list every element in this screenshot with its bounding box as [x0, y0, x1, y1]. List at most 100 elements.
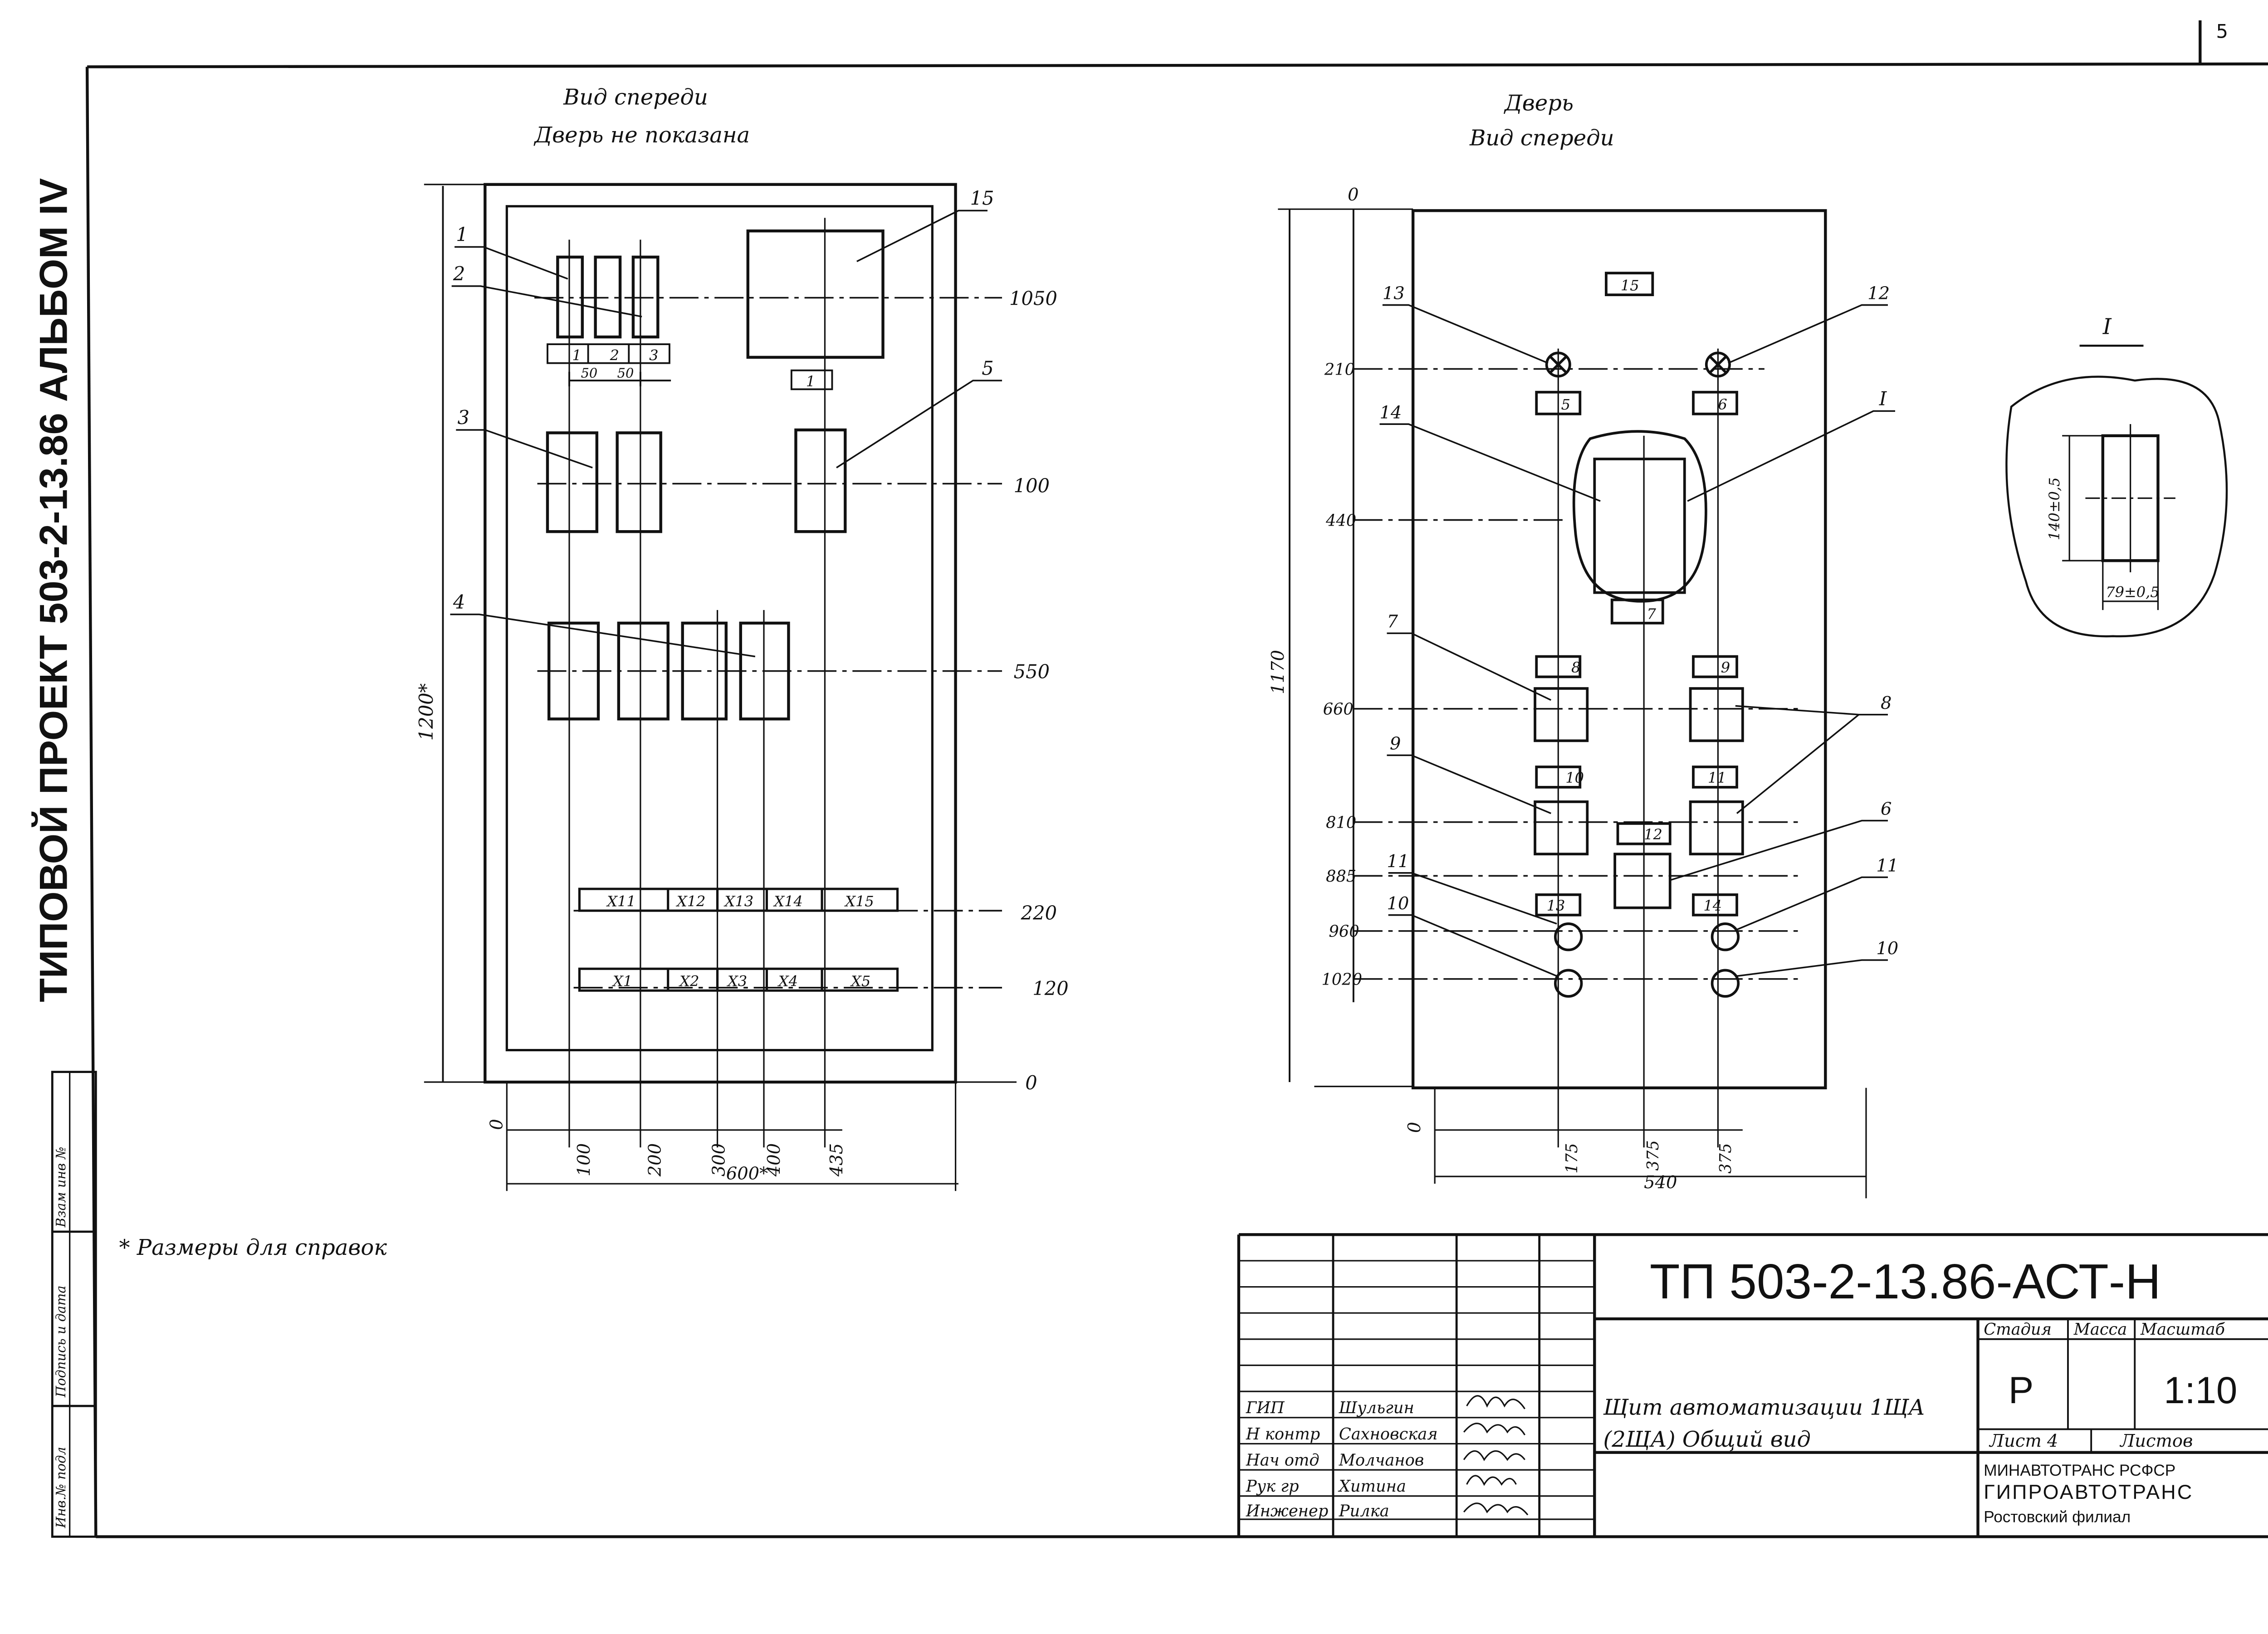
detail-width-label: 79±0,5	[2106, 583, 2159, 600]
sheets-label: Листов	[2119, 1431, 2193, 1451]
front-dim-200: 200	[645, 1143, 665, 1177]
front-dim-600: 600*	[726, 1164, 768, 1184]
front-view: Вид спереди Дверь не показана 1200* 1050…	[415, 85, 1069, 1191]
terminal-strip-top	[578, 888, 899, 912]
door-callout-10-left: 10	[1387, 893, 1409, 914]
front-callout-3: 3	[457, 406, 469, 429]
door-tag-8: 8	[1571, 659, 1580, 676]
organization-line-2: ГИПРОАВТОТРАНС	[1984, 1481, 2193, 1503]
door-callout-11-right: 11	[1876, 856, 1898, 876]
sig-name-2: Сахновская	[1339, 1425, 1438, 1444]
door-devices	[1534, 272, 1744, 998]
front-level-0: 0	[1025, 1072, 1037, 1094]
handwritten-signatures	[1463, 1395, 1529, 1516]
terminal-x4: X4	[777, 973, 798, 990]
door-level-810: 810	[1326, 814, 1356, 832]
door-level-210: 210	[1324, 360, 1355, 379]
door-level-440: 440	[1325, 511, 1356, 530]
sig-role-4: Рук гр	[1246, 1477, 1299, 1496]
header-scale: Масштаб	[2140, 1320, 2225, 1339]
front-level-100: 100	[1014, 475, 1050, 497]
front-dim-300: 300	[709, 1143, 729, 1176]
sheet-label: Лист 4	[1989, 1431, 2058, 1451]
side-cell-podpis: Подпись и дата	[53, 1286, 68, 1398]
door-level-885: 885	[1326, 867, 1356, 886]
detail-mark: I	[2102, 314, 2112, 340]
side-stamp-text: ТИПОВОЙ ПРОЕКТ 503-2-13.86 АЛЬБОМ IV	[31, 178, 75, 1002]
front-tag-2: 2	[610, 346, 619, 364]
terminal-strip-bottom	[578, 967, 899, 992]
door-tag-10: 10	[1565, 769, 1584, 786]
terminal-x12: X12	[675, 893, 706, 910]
door-callout-I: I	[1879, 388, 1887, 410]
sig-role-2: Н контр	[1246, 1425, 1320, 1444]
terminal-x13: X13	[723, 893, 754, 910]
door-level-1020: 1020	[1321, 970, 1362, 989]
terminal-x11: X11	[606, 893, 636, 910]
stage-value: Р	[2009, 1369, 2034, 1411]
door-callout-8: 8	[1881, 693, 1892, 713]
door-tag-15: 15	[1621, 277, 1639, 294]
header-mass: Масса	[2073, 1320, 2127, 1339]
front-dim-400: 400	[764, 1143, 784, 1177]
door-tag-5: 5	[1561, 396, 1570, 413]
sig-role-3: Нач отд	[1246, 1451, 1320, 1469]
side-cell-inv: Инв.№ подл	[53, 1447, 68, 1528]
organization-line-1: МИНАВТОТРАНС РСФСР	[1984, 1462, 2175, 1479]
front-level-550: 550	[1014, 661, 1050, 683]
door-view-title-2: Вид спереди	[1469, 125, 1614, 151]
door-level-0: 0	[1348, 185, 1359, 205]
front-dim-0: 0	[487, 1119, 507, 1130]
front-callout-2: 2	[453, 263, 465, 285]
door-callout-14: 14	[1379, 402, 1402, 423]
door-dim-175: 175	[1563, 1143, 1581, 1174]
description-line-1: Щит автоматизации 1ЩА	[1603, 1395, 1925, 1420]
front-tag-3: 3	[649, 346, 658, 364]
door-callout-9: 9	[1390, 734, 1401, 754]
sheet-number: 5	[2216, 20, 2228, 42]
terminal-x15: X15	[844, 893, 874, 910]
door-dim-375a: 375	[1644, 1140, 1662, 1171]
side-stamp: ТИПОВОЙ ПРОЕКТ 503-2-13.86 АЛЬБОМ IV Вза…	[31, 178, 97, 1538]
terminal-x14: X14	[772, 893, 803, 910]
sig-role-5: Инженер	[1246, 1502, 1328, 1521]
scale-value: 1:10	[2164, 1369, 2237, 1411]
doc-code: ТП 503-2-13.86-АСТ-Н	[1650, 1254, 2161, 1309]
door-dim-0: 0	[1404, 1122, 1425, 1133]
door-view-title-1: Дверь	[1504, 90, 1574, 116]
sig-name-4: Хитина	[1338, 1477, 1406, 1496]
door-level-660: 660	[1323, 700, 1354, 719]
front-view-title-2: Дверь не показана	[533, 122, 750, 148]
door-tag-12: 12	[1644, 826, 1662, 843]
terminal-x1: X1	[611, 973, 632, 990]
door-tag-14: 14	[1703, 897, 1722, 914]
footnote: * Размеры для справок	[119, 1235, 387, 1260]
sheet-frame	[85, 20, 2268, 1538]
sig-name-5: Рилка	[1339, 1502, 1389, 1521]
terminal-x2: X2	[678, 973, 699, 990]
front-devices-row1	[556, 229, 885, 359]
front-callout-1: 1	[456, 224, 468, 246]
front-height-dim: 1200*	[415, 683, 437, 741]
front-tag-4: 1	[806, 373, 815, 390]
sig-role-1: ГИП	[1246, 1399, 1285, 1417]
front-level-1050: 1050	[1009, 288, 1057, 310]
door-callout-11-left: 11	[1387, 851, 1409, 872]
door-tag-13: 13	[1547, 897, 1565, 914]
door-callout-13: 13	[1383, 283, 1405, 304]
door-tag-9: 9	[1721, 659, 1730, 676]
cabinet-inner	[505, 205, 934, 1052]
signature-table: ГИП Шульгин Н контр Сахновская Нач отд М…	[1246, 1395, 1529, 1521]
door-dim-540: 540	[1644, 1172, 1677, 1193]
header-stage: Стадия	[1984, 1320, 2052, 1339]
door-level-960: 960	[1329, 922, 1359, 941]
organization-line-3: Ростовский филиал	[1984, 1508, 2131, 1526]
door-dim-375b: 375	[1716, 1143, 1735, 1174]
sig-name-3: Молчанов	[1339, 1451, 1424, 1469]
door-tag-11: 11	[1708, 769, 1726, 786]
door-callout-10-right: 10	[1876, 938, 1898, 959]
front-view-title-1: Вид спереди	[563, 85, 708, 110]
door-callout-7: 7	[1387, 612, 1398, 632]
door-view: Дверь Вид спереди 1170 0 210 440 660 810…	[1268, 90, 1898, 1199]
